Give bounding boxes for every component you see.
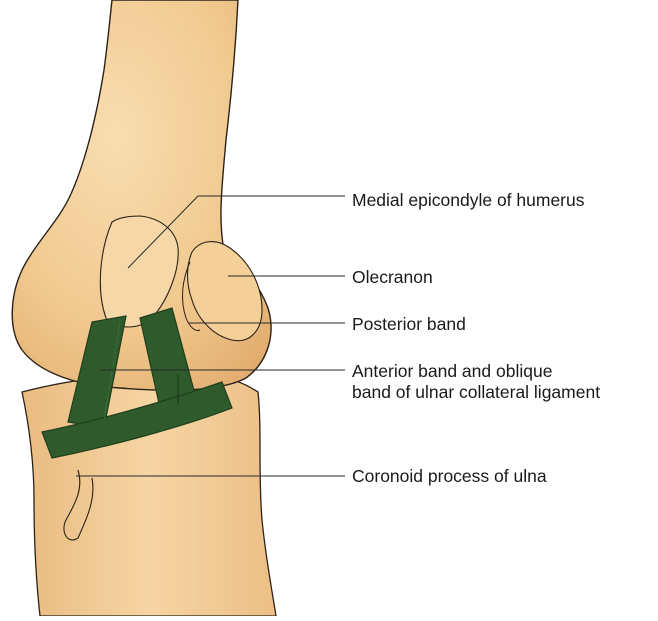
label-coronoid-process: Coronoid process of ulna	[352, 466, 547, 487]
label-medial-epicondyle: Medial epicondyle of humerus	[352, 190, 585, 211]
label-olecranon: Olecranon	[352, 267, 433, 288]
label-posterior-band: Posterior band	[352, 314, 466, 335]
label-anterior-band-line1: Anterior band and oblique	[352, 361, 600, 382]
label-anterior-band-line2: band of ulnar collateral ligament	[352, 382, 600, 403]
label-anterior-band: Anterior band and oblique band of ulnar …	[352, 361, 600, 403]
